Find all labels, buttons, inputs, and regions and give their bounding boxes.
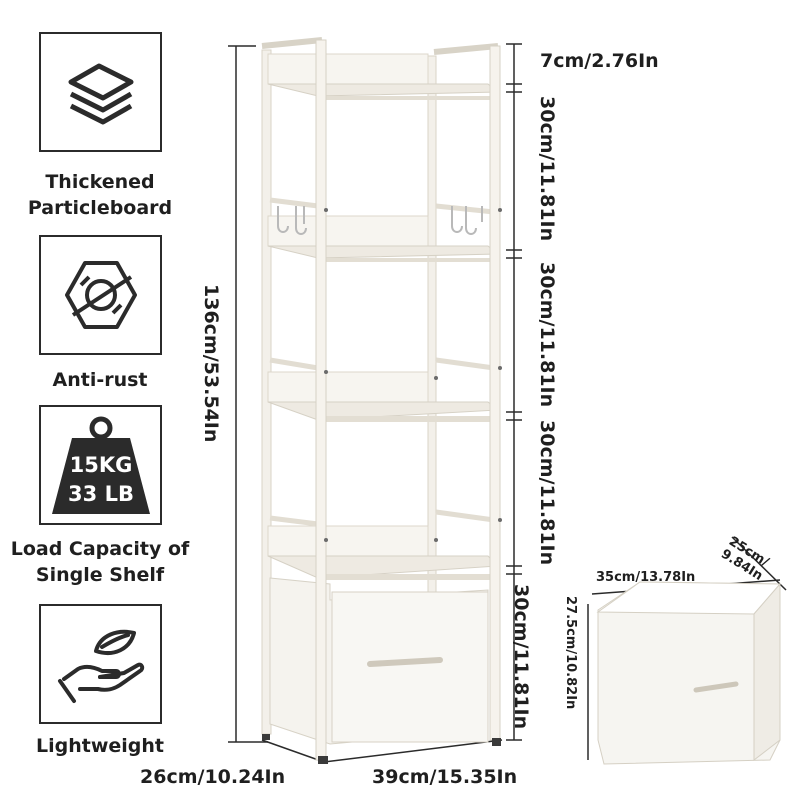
dim-shelf-gap-2: 30cm/11.81In xyxy=(536,262,558,408)
dim-top-gap: 7cm/2.76In xyxy=(540,50,659,72)
weight-kg-text: 15KG xyxy=(69,453,132,477)
shelf-frame xyxy=(261,37,502,764)
feature-box-load: 15KG 33 LB xyxy=(39,405,162,525)
feature-box-anti-rust xyxy=(39,235,162,355)
drawer-dim-width: 35cm/13.78In xyxy=(596,570,696,585)
weight-icon: 15KG 33 LB xyxy=(51,416,150,514)
feature-label-load: Load Capacity of Single Shelf xyxy=(10,538,190,586)
hand-leaf-icon xyxy=(57,629,144,703)
feature-label-particleboard: Thickened Particleboard xyxy=(27,171,173,219)
anti-rust-hex-icon xyxy=(64,261,137,329)
feature-label-anti-rust: Anti-rust xyxy=(52,369,148,391)
dimension-lines xyxy=(228,43,522,763)
dim-width: 39cm/15.35In xyxy=(372,766,518,788)
dim-shelf-gap-3: 30cm/11.81In xyxy=(536,420,558,566)
dim-shelf-gap-4: 30cm/11.81In xyxy=(510,584,532,730)
feature-box-particleboard xyxy=(39,32,162,152)
layers-icon xyxy=(68,63,133,125)
feature-label-lightweight: Lightweight xyxy=(36,735,164,757)
drawer-dim-height: 27.5cm/10.82In xyxy=(563,596,578,710)
dim-height-total: 136cm/53.54In xyxy=(200,284,222,443)
dim-shelf-gap-1: 30cm/11.81In xyxy=(536,96,558,242)
feature-box-lightweight xyxy=(39,604,162,724)
storage-drawer xyxy=(587,536,787,765)
weight-lb-text: 33 LB xyxy=(68,482,134,506)
dim-depth: 26cm/10.24In xyxy=(140,766,286,788)
